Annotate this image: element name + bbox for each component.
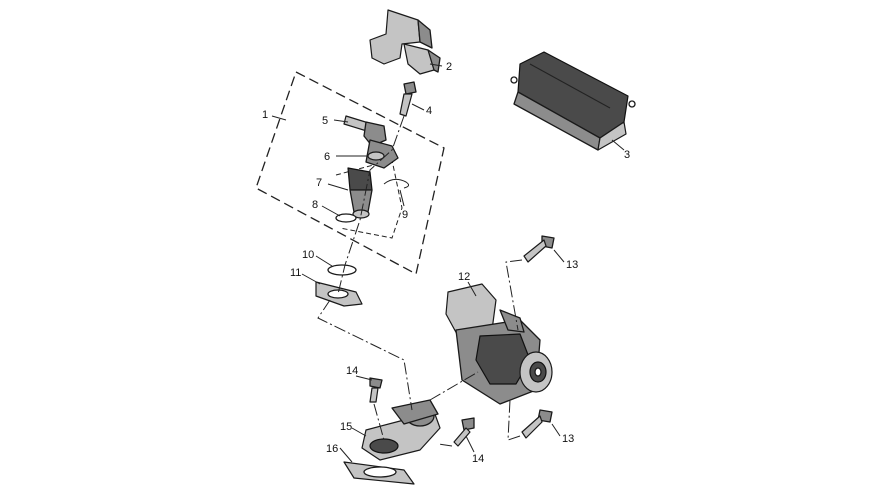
part-9-clip xyxy=(383,178,410,189)
part-13-bolt-upper xyxy=(523,235,555,263)
centerline-bolt-13-lower xyxy=(507,399,521,441)
part-7-injector xyxy=(347,167,373,219)
callout-13-upper: 13 xyxy=(566,259,578,271)
centerline-bolt-13-upper xyxy=(505,259,523,331)
part-12-throttle-body xyxy=(445,283,553,405)
part-10-seal xyxy=(327,264,357,276)
part-14-bolt-right xyxy=(453,417,475,447)
callout-11: 11 xyxy=(290,267,301,279)
part-4-bolt xyxy=(399,81,417,117)
part-3-canister xyxy=(510,51,636,151)
part-2-bracket-cover xyxy=(369,9,441,75)
sub-group-outline xyxy=(335,159,403,239)
callout-7: 7 xyxy=(316,177,322,189)
part-8-o-ring xyxy=(335,213,357,223)
callout-10: 10 xyxy=(302,249,314,261)
part-15-intake-manifold xyxy=(361,399,441,461)
assembly-group-box xyxy=(255,71,445,275)
centerline-to-throttle xyxy=(429,371,479,401)
centerline-bolt-14-right xyxy=(437,443,453,447)
callout-1: 1 xyxy=(262,109,268,121)
centerline-injector xyxy=(337,115,405,295)
part-5-sensor-probe xyxy=(343,115,387,147)
part-6-housing xyxy=(365,139,399,169)
callout-16: 16 xyxy=(326,443,338,455)
callout-12: 12 xyxy=(458,271,470,283)
part-11-gasket xyxy=(315,281,363,307)
callout-4: 4 xyxy=(426,105,432,117)
part-16-gasket xyxy=(343,461,415,485)
callout-2: 2 xyxy=(446,61,452,73)
callout-14-left: 14 xyxy=(346,365,358,377)
callout-13-lower: 13 xyxy=(562,433,574,445)
callout-6: 6 xyxy=(324,151,330,163)
callout-5: 5 xyxy=(322,115,328,127)
callout-9: 9 xyxy=(402,209,408,221)
part-14-bolt-left xyxy=(369,377,383,403)
part-13-bolt-lower xyxy=(521,409,553,439)
centerline-to-manifold xyxy=(317,299,413,411)
centerline-bolt-14-left xyxy=(373,403,385,441)
callout-3: 3 xyxy=(624,149,630,161)
callout-14-right: 14 xyxy=(472,453,484,465)
callout-15: 15 xyxy=(340,421,352,433)
callout-8: 8 xyxy=(312,199,318,211)
